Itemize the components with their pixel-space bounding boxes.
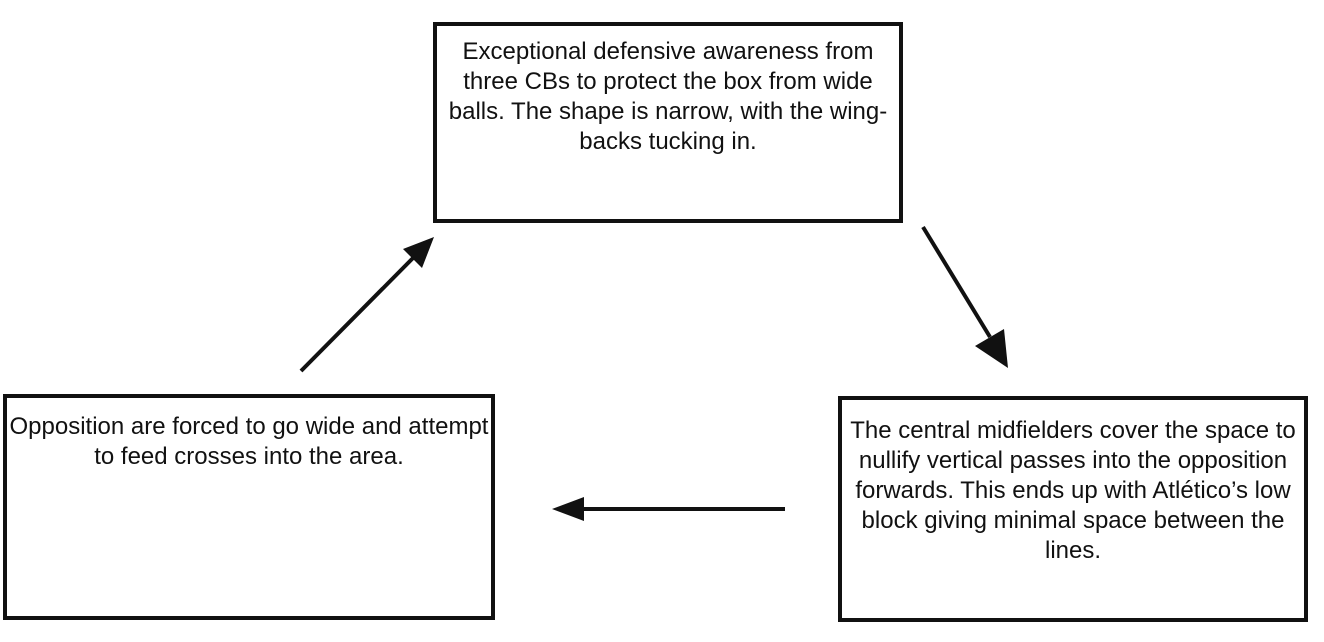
node-text-left: Opposition are forced to go wide and att… xyxy=(9,413,489,470)
arrow-left-to-top xyxy=(299,237,434,373)
node-text-top: Exceptional defensive awareness from thr… xyxy=(448,38,888,155)
arrow-top-to-right xyxy=(921,225,1008,368)
cycle-node-top: Exceptional defensive awareness from thr… xyxy=(433,22,903,223)
cycle-node-right: The central midfielders cover the space … xyxy=(838,396,1308,622)
node-text-right: The central midfielders cover the space … xyxy=(850,417,1296,564)
arrow-right-to-left xyxy=(552,497,785,521)
cycle-node-left: Opposition are forced to go wide and att… xyxy=(3,394,495,620)
